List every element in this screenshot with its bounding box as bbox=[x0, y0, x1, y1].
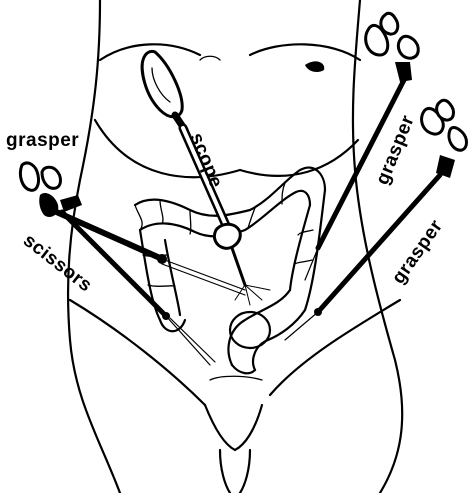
colon bbox=[135, 168, 325, 374]
label-grasper-left: grasper bbox=[6, 130, 79, 152]
